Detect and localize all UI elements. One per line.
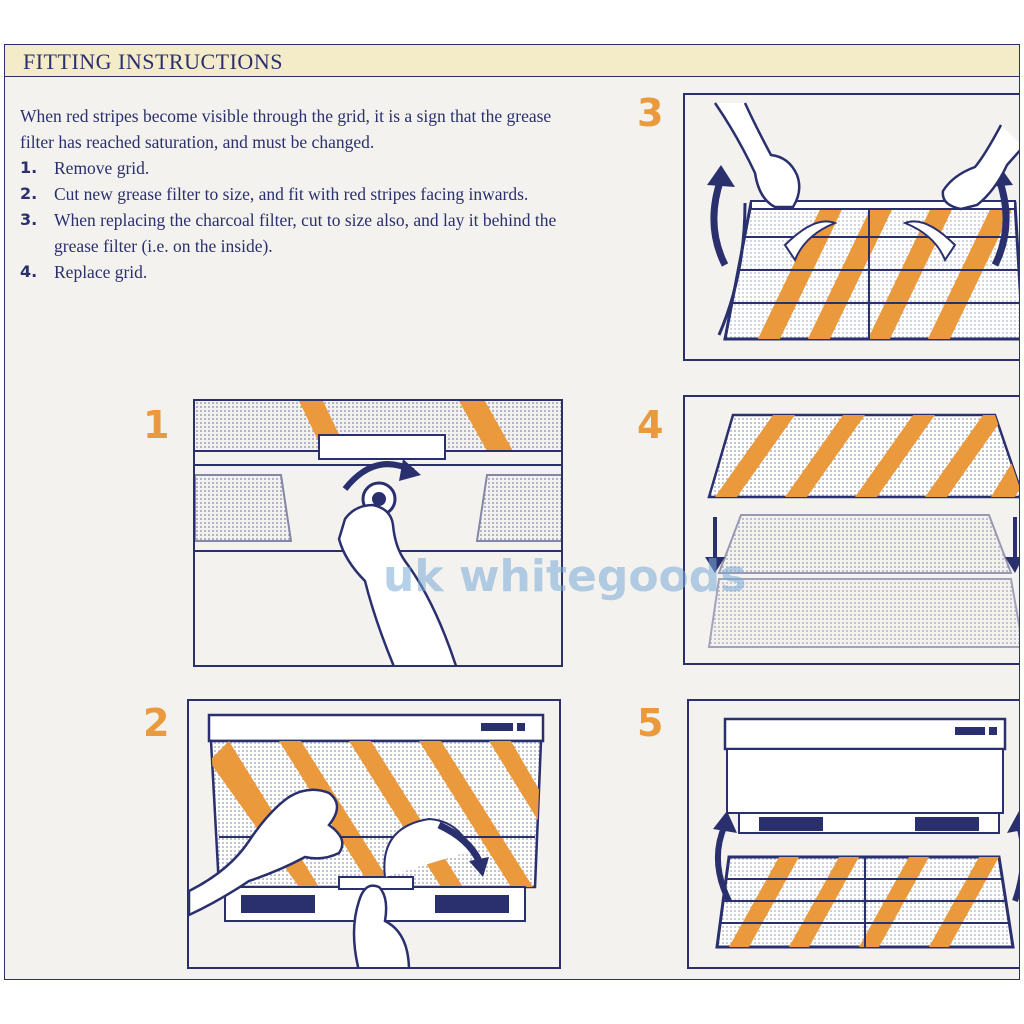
- figure-number-5: 5: [637, 701, 664, 745]
- figure-number-3: 3: [637, 91, 664, 135]
- grid-lift-illustration: [707, 102, 1019, 341]
- list-item: 1. Remove grid.: [20, 155, 560, 181]
- list-item: 3. When replacing the charcoal filter, cu…: [20, 207, 560, 259]
- figure-panel-4: [683, 395, 1019, 665]
- figure-number-1: 1: [143, 403, 170, 447]
- fit-grease-filter-illustration: [189, 713, 545, 967]
- replace-grid-illustration: [713, 717, 1019, 949]
- figure-panel-3: [683, 93, 1019, 361]
- step-text: Remove grid.: [54, 158, 150, 178]
- step-number: 2.: [20, 184, 38, 203]
- list-item: 4. Replace grid.: [20, 259, 560, 285]
- instruction-sheet: FITTING INSTRUCTIONS When red stripes be…: [4, 44, 1020, 980]
- intro-text: When red stripes become visible through …: [20, 103, 560, 285]
- figure-panel-2: [187, 699, 561, 969]
- list-item: 2. Cut new grease filter to size, and fit…: [20, 181, 560, 207]
- watermark: uk whitegoods: [383, 551, 747, 602]
- intro-paragraph: When red stripes become visible through …: [20, 106, 552, 152]
- fit-filters-illustration: [705, 413, 1019, 648]
- page-title: FITTING INSTRUCTIONS: [23, 49, 283, 74]
- step-number: 4.: [20, 262, 38, 281]
- figure-panel-5: [687, 699, 1019, 969]
- remove-grid-illustration: [195, 401, 561, 665]
- step-number: 1.: [20, 158, 38, 177]
- step-number: 3.: [20, 210, 38, 229]
- step-text: Replace grid.: [54, 262, 148, 282]
- figure-panel-1: [193, 399, 563, 667]
- step-text: When replacing the charcoal filter, cut …: [54, 210, 557, 256]
- steps-list: 1. Remove grid. 2. Cut new grease filter t…: [20, 155, 560, 285]
- figure-number-4: 4: [637, 403, 664, 447]
- step-text: Cut new grease filter to size, and fit w…: [54, 184, 529, 204]
- header-bar: FITTING INSTRUCTIONS: [5, 45, 1019, 77]
- figure-number-2: 2: [143, 701, 170, 745]
